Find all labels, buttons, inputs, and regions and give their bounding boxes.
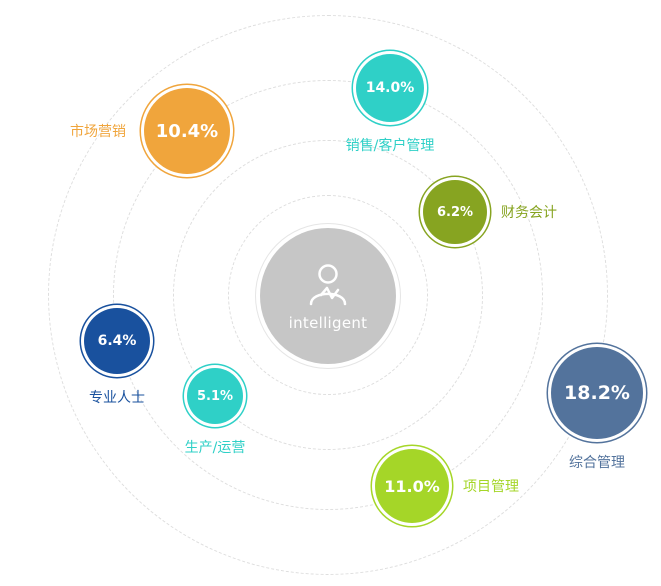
bubble-value: 6.2% <box>436 204 474 220</box>
bubble-value: 6.4% <box>97 333 137 349</box>
label-finance-accounting: 财务会计 <box>501 205 557 221</box>
bubble-value: 14.0% <box>365 80 415 96</box>
label-production-operations: 生产/运营 <box>184 440 246 456</box>
bubble-professionals[interactable]: 6.4% <box>84 308 150 374</box>
label-marketing: 市场营销 <box>70 124 126 140</box>
label-general-management: 综合管理 <box>569 455 625 471</box>
bubble-project-management[interactable]: 11.0% <box>375 449 449 523</box>
label-sales-customer-mgmt: 销售/客户管理 <box>345 138 435 154</box>
bubble-sales-customer-mgmt[interactable]: 14.0% <box>356 54 424 122</box>
center-label: intelligent <box>288 314 368 332</box>
bubble-finance-accounting[interactable]: 6.2% <box>423 180 487 244</box>
person-icon <box>309 264 347 306</box>
center-bubble: intelligent <box>260 228 396 364</box>
label-project-management: 项目管理 <box>463 479 519 495</box>
label-professionals: 专业人士 <box>89 390 145 406</box>
bubble-value: 18.2% <box>564 382 630 404</box>
bubble-value: 10.4% <box>155 120 219 142</box>
bubble-value: 5.1% <box>196 388 234 404</box>
bubble-marketing[interactable]: 10.4% <box>144 88 230 174</box>
bubble-production-operations[interactable]: 5.1% <box>187 368 243 424</box>
bubble-value: 11.0% <box>384 476 440 496</box>
bubble-general-management[interactable]: 18.2% <box>551 347 643 439</box>
